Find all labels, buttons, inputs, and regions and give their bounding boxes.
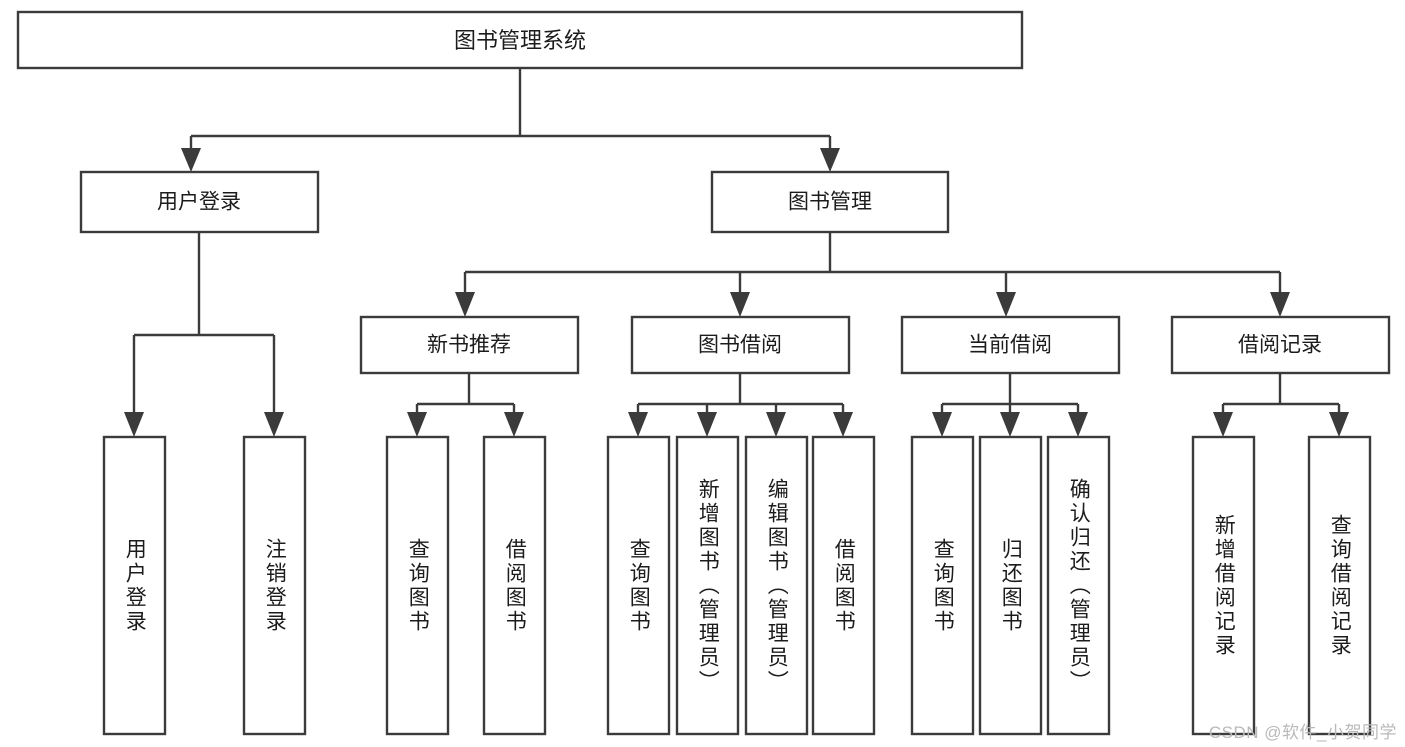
arrow-head-book-borrow	[730, 292, 750, 317]
arrow-head-leaf-add-record	[1213, 412, 1233, 437]
arrow-head-leaf-edit-book	[766, 412, 786, 437]
node-user-login[interactable]: 用户登录	[79, 170, 320, 234]
arrow-head-leaf-query-book-2	[628, 412, 648, 437]
node-leaf-query-book-1-box[interactable]	[385, 435, 450, 736]
node-user-login-box[interactable]	[79, 170, 320, 234]
arrow-head-leaf-add-book	[697, 412, 717, 437]
node-leaf-borrow-book-1-box[interactable]	[482, 435, 547, 736]
node-book-borrow-label: 图书借阅	[698, 334, 782, 357]
node-book-borrow[interactable]: 图书借阅	[630, 315, 851, 375]
arrow-head-leaf-user-login	[124, 412, 144, 437]
csdn-watermark: CSDN @软件_小贺同学	[1208, 723, 1397, 742]
arrow-head-current-borrow	[996, 292, 1016, 317]
node-leaf-user-logout-box[interactable]	[242, 435, 307, 736]
node-leaf-edit-book-box[interactable]	[744, 435, 809, 736]
node-book-borrow-box[interactable]	[630, 315, 851, 375]
node-leaf-confirm-return-box[interactable]	[1046, 435, 1111, 736]
arrow-head-book-manage	[820, 148, 840, 172]
arrow-head-user-login	[181, 148, 201, 172]
connector-group	[124, 68, 1349, 437]
leaf-box-group	[102, 435, 1372, 736]
arrow-head-new-book-recommend	[455, 292, 475, 317]
node-leaf-query-record-box[interactable]	[1307, 435, 1372, 736]
arrow-head-leaf-query-book-1	[407, 412, 427, 437]
node-book-manage-box[interactable]	[710, 170, 950, 234]
node-book-manage[interactable]: 图书管理	[710, 170, 950, 234]
node-leaf-query-book-3-box[interactable]	[910, 435, 975, 736]
node-new-book-recommend-box[interactable]	[359, 315, 580, 375]
arrow-head-borrow-record	[1270, 292, 1290, 317]
node-current-borrow[interactable]: 当前借阅	[900, 315, 1121, 375]
node-new-book-recommend-label: 新书推荐	[427, 334, 511, 357]
arrow-head-leaf-borrow-book-1	[504, 412, 524, 437]
node-root-box[interactable]	[16, 10, 1024, 70]
node-root-label: 图书管理系统	[454, 28, 586, 53]
node-borrow-record[interactable]: 借阅记录	[1170, 315, 1391, 375]
arrow-head-leaf-query-record	[1329, 412, 1349, 437]
arrow-head-leaf-return-book	[1000, 412, 1020, 437]
node-root[interactable]: 图书管理系统	[16, 10, 1024, 70]
node-current-borrow-box[interactable]	[900, 315, 1121, 375]
arrow-head-leaf-user-logout	[264, 412, 284, 437]
node-new-book-recommend[interactable]: 新书推荐	[359, 315, 580, 375]
node-borrow-record-box[interactable]	[1170, 315, 1391, 375]
arrow-head-leaf-confirm-return	[1068, 412, 1088, 437]
node-leaf-return-book-box[interactable]	[978, 435, 1043, 736]
node-book-manage-label: 图书管理	[788, 191, 872, 214]
node-leaf-query-book-2-box[interactable]	[606, 435, 671, 736]
node-leaf-add-record-box[interactable]	[1191, 435, 1256, 736]
node-leaf-borrow-book-2-box[interactable]	[811, 435, 876, 736]
node-borrow-record-label: 借阅记录	[1238, 334, 1322, 357]
arrow-head-leaf-query-book-3	[932, 412, 952, 437]
node-current-borrow-label: 当前借阅	[968, 334, 1052, 357]
node-leaf-user-login-box[interactable]	[102, 435, 167, 736]
node-leaf-add-book-box[interactable]	[675, 435, 740, 736]
node-user-login-label: 用户登录	[157, 191, 241, 214]
arrow-head-leaf-borrow-book-2	[833, 412, 853, 437]
